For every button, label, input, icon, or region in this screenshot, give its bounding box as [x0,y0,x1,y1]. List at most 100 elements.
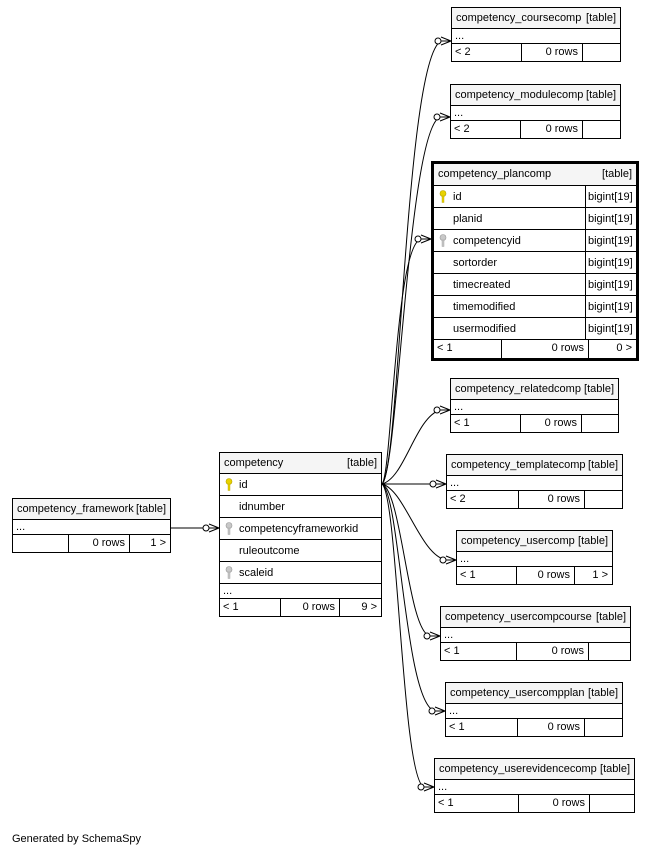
column-row-usermodified[interactable]: usermodified bigint[19] [434,318,636,340]
crows-foot-marker [423,782,435,792]
table-competency-framework[interactable]: competency_framework[table] ... 0 rows 1… [12,498,171,553]
column-name: competencyid [453,235,521,247]
foreign-key-icon [439,234,447,247]
optional-marker [414,235,422,243]
ellipsis-row: ... [454,107,464,119]
column-row-idnumber[interactable]: idnumber [220,496,381,518]
table-competency[interactable]: competency[table] id idnumber competency… [219,452,382,617]
foreign-key-icon [225,522,233,535]
column-name: sortorder [453,257,498,269]
relationship-edge-competency-usercomp [381,483,457,565]
column-type: bigint[19] [585,208,636,229]
column-row-id[interactable]: id [220,474,381,496]
children-count: 0 > [616,342,632,354]
table-name: competency_usercompplan [450,687,585,699]
column-row-timecreated[interactable]: timecreated bigint[19] [434,274,636,296]
column-row-planid[interactable]: planid bigint[19] [434,208,636,230]
relationship-edge-competency-plancomp [381,234,432,485]
ellipsis-row: ... [454,401,464,413]
children-count [585,719,622,736]
table-type-label: [table] [136,503,166,515]
table-type-label: [table] [347,457,377,469]
table-competency-templatecomp[interactable]: competency_templatecomp[table] ... < 2 0… [446,454,623,509]
column-row-competencyid[interactable]: competencyid bigint[19] [434,230,636,252]
children-count [585,491,622,508]
table-name: competency_usercompcourse [445,611,592,623]
column-row-timemodified[interactable]: timemodified bigint[19] [434,296,636,318]
table-competency-coursecomp[interactable]: competency_coursecomp[table] ... < 2 0 r… [451,7,621,62]
table-competency-plancomp[interactable]: competency_plancomp [table] id bigint[19]… [431,161,639,361]
table-name: competency_templatecomp [451,459,586,471]
table-type-label: [table] [586,12,616,24]
relationship-edge-competency-templatecomp [381,479,447,489]
table-competency-usercompplan[interactable]: competency_usercompplan[table] ... < 1 0… [445,682,623,737]
table-type-label: [table] [588,459,618,471]
parents-count: < 1 [451,415,521,432]
parents-count: < 1 [220,599,281,616]
relationship-edge-competency-userevidencecomp [381,483,435,792]
row-count: 0 rows [518,719,585,736]
relationship-edge-competency-modulecomp [381,112,451,485]
ellipsis-row: ... [438,781,448,793]
primary-key-icon [225,478,233,491]
crows-foot-marker [420,234,432,244]
column-row-sortorder[interactable]: sortorder bigint[19] [434,252,636,274]
relationship-edge-competency-usercompcourse [381,483,441,641]
table-name: competency_userevidencecomp [439,763,597,775]
relationship-edge-competency-framework [171,523,220,533]
parents-count: < 1 [441,643,517,660]
optional-marker [439,556,447,564]
table-type-label: [table] [588,687,618,699]
column-name: planid [453,213,483,225]
column-row-id[interactable]: id bigint[19] [434,186,636,208]
table-type-label: [table] [586,89,616,101]
crows-foot-marker [440,36,452,46]
table-competency-relatedcomp[interactable]: competency_relatedcomp[table] ... < 1 0 … [450,378,619,433]
children-count [589,643,630,660]
column-name: scaleid [239,567,274,579]
table-competency-modulecomp[interactable]: competency_modulecomp[table] ... < 2 0 r… [450,84,621,139]
column-type: bigint[19] [585,252,636,273]
children-count [582,415,618,432]
ellipsis-row: ... [455,30,465,42]
column-name: usermodified [453,323,516,335]
table-name: competency_coursecomp [456,12,582,24]
optional-marker [202,524,210,532]
table-type-label: [table] [578,535,608,547]
table-name: competency_plancomp [438,168,552,180]
relationship-edge-competency-relatedcomp [381,405,451,485]
row-count: 0 rows [521,415,582,432]
column-name: timecreated [453,279,511,291]
optional-marker [423,632,431,640]
crows-foot-marker [445,555,457,565]
children-count [583,121,620,138]
column-type: bigint[19] [585,230,636,251]
row-count: 0 rows [519,795,590,812]
parents-count: < 1 [457,567,517,584]
table-type-label: [table] [602,168,632,180]
generated-by-footer: Generated by SchemaSpy [12,833,142,845]
row-count: 0 rows [281,599,340,616]
crows-foot-marker [434,706,446,716]
column-row-competencyframeworkid[interactable]: competencyframeworkid [220,518,381,540]
column-row-ruleoutcome[interactable]: ruleoutcome [220,540,381,562]
parents-count: < 2 [452,44,522,61]
table-competency-userevidencecomp[interactable]: competency_userevidencecomp[table] ... <… [434,758,635,813]
primary-key-icon [439,190,447,203]
table-competency-usercompcourse[interactable]: competency_usercompcourse [table] ... < 1… [440,606,631,661]
row-count: 0 rows [521,121,583,138]
optional-marker [429,480,437,488]
column-name: timemodified [453,301,516,313]
table-competency-usercomp[interactable]: competency_usercomp[table] ... < 1 0 row… [456,530,613,585]
column-row-scaleid[interactable]: scaleid [220,562,381,584]
column-type: bigint[19] [585,186,636,207]
ellipsis-row: ... [16,521,26,533]
crows-foot-marker [435,479,447,489]
ellipsis-row: ... [223,585,233,597]
table-type-label: [table] [596,611,626,623]
crows-foot-marker [439,405,451,415]
crows-foot-marker [429,631,441,641]
table-name: competency_modulecomp [455,89,584,101]
ellipsis-row: ... [444,629,454,641]
